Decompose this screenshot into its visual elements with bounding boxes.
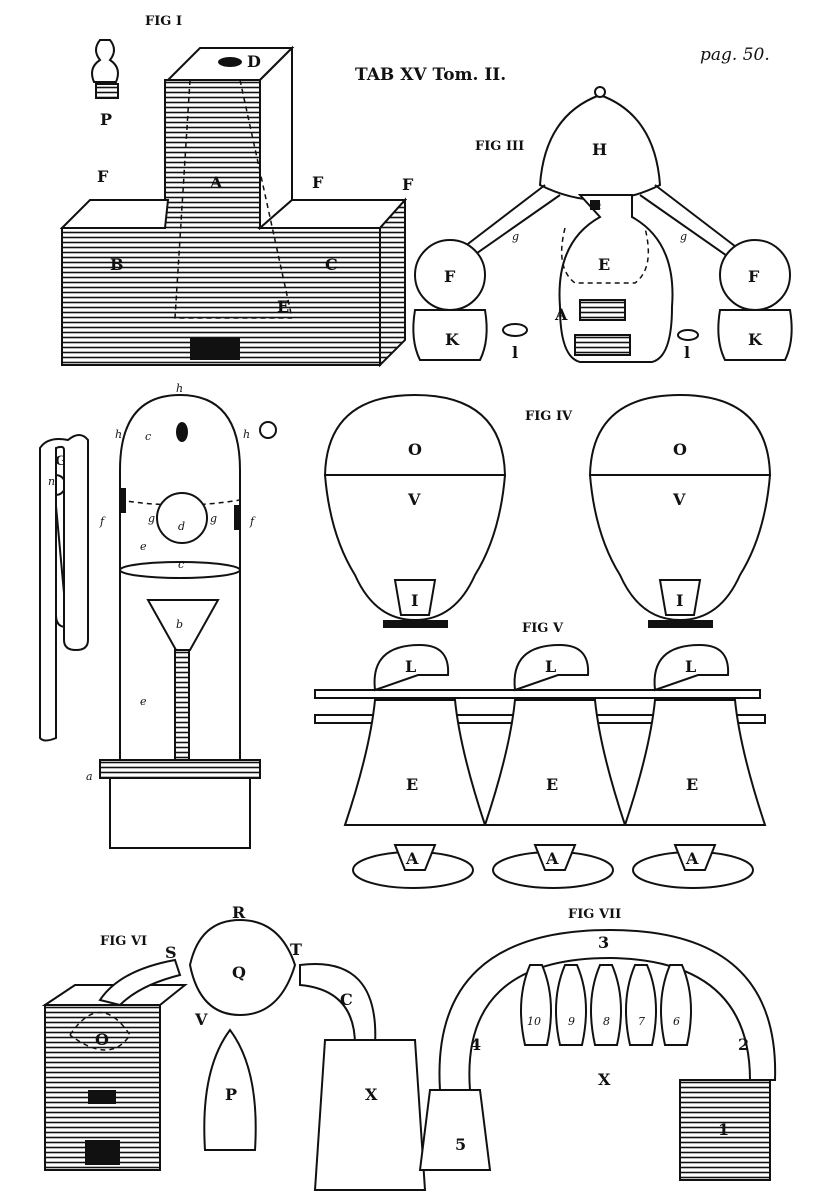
fig3-title: FIG III xyxy=(475,139,524,154)
fig1-furnace: FIG I P D A B C E F F F xyxy=(59,14,414,368)
label: 10 xyxy=(527,1015,541,1028)
label: R xyxy=(232,903,246,922)
label: 8 xyxy=(603,1015,610,1028)
label: e xyxy=(140,540,147,553)
label: D xyxy=(247,52,261,71)
label: O xyxy=(673,440,687,459)
label: 3 xyxy=(598,933,609,952)
label: L xyxy=(405,657,416,676)
label: V xyxy=(672,490,686,509)
label: l xyxy=(684,343,690,362)
label: K xyxy=(445,330,460,349)
label: h xyxy=(115,428,122,441)
label: H xyxy=(592,140,607,159)
label: I xyxy=(411,591,418,610)
fig7-title: FIG VII xyxy=(568,907,621,922)
label: Q xyxy=(232,963,246,982)
label: L xyxy=(685,657,696,676)
label: 6 xyxy=(673,1015,680,1028)
label: m xyxy=(591,199,601,212)
label: L xyxy=(545,657,556,676)
label: 2 xyxy=(738,1035,749,1054)
page-number: pag. 50. xyxy=(700,45,770,65)
label: T xyxy=(290,940,302,959)
fig7-apparatus: FIG VII 3 10 9 8 7 6 4 5 2 1 X xyxy=(418,907,777,1181)
label: 4 xyxy=(470,1035,481,1054)
label: 5 xyxy=(455,1135,466,1154)
label: f xyxy=(99,515,106,528)
label: O xyxy=(408,440,422,459)
label: P xyxy=(225,1085,237,1104)
plate-title: TAB XV Tom. II. xyxy=(355,65,506,85)
label: n xyxy=(48,475,55,488)
label: C xyxy=(340,990,353,1009)
label: h xyxy=(243,428,250,441)
label: P xyxy=(100,110,112,129)
label: c xyxy=(145,430,151,443)
label: F xyxy=(748,267,760,286)
label: E xyxy=(686,775,698,794)
label: A xyxy=(545,849,559,868)
label: K xyxy=(748,330,763,349)
label: S xyxy=(165,943,177,962)
label: g xyxy=(680,230,687,243)
fig5-title: FIG V xyxy=(522,621,564,636)
fig6-apparatus: FIG VI O R S T Q V P C X xyxy=(41,903,427,1191)
label: g xyxy=(148,512,155,525)
label: B xyxy=(110,255,124,274)
fig4-vessels: FIG IV O V I O V I xyxy=(323,393,772,628)
label: F xyxy=(402,175,414,194)
label: f xyxy=(249,515,256,528)
label: A xyxy=(554,305,568,324)
fig4-title: FIG IV xyxy=(525,409,573,424)
label: I xyxy=(676,591,683,610)
label: F xyxy=(444,267,456,286)
label: e xyxy=(140,695,147,708)
label: A xyxy=(405,849,419,868)
label: d xyxy=(178,520,185,533)
label: g xyxy=(210,512,217,525)
label: E xyxy=(598,255,610,274)
label: h xyxy=(176,382,183,395)
fig6-title: FIG VI xyxy=(100,934,147,949)
label: F xyxy=(312,173,324,192)
label: E xyxy=(546,775,558,794)
label: V xyxy=(194,1010,208,1029)
label: E xyxy=(277,297,289,316)
label: 7 xyxy=(638,1015,645,1028)
label: 1 xyxy=(718,1120,729,1139)
fig2-apparatus: FIG II n h h h c f f g g d e c b e a xyxy=(39,382,277,849)
label: b xyxy=(176,618,183,631)
label: X xyxy=(598,1070,611,1089)
label: 9 xyxy=(568,1015,575,1028)
label: C xyxy=(325,255,338,274)
label: A xyxy=(209,173,223,192)
label: O xyxy=(95,1030,109,1049)
fig5-bells: FIG V L E A L E A L E A xyxy=(314,621,767,889)
label: g xyxy=(512,230,519,243)
label: c xyxy=(178,558,184,571)
label: A xyxy=(685,849,699,868)
fig1-title: FIG I xyxy=(145,14,182,29)
label: a xyxy=(86,770,93,783)
label: l xyxy=(512,343,518,362)
label: F xyxy=(97,167,109,186)
label: E xyxy=(406,775,418,794)
fig3-distillation: FIG III H m E A g g F F K K l l xyxy=(412,86,793,363)
label: X xyxy=(365,1085,378,1104)
label: V xyxy=(407,490,421,509)
